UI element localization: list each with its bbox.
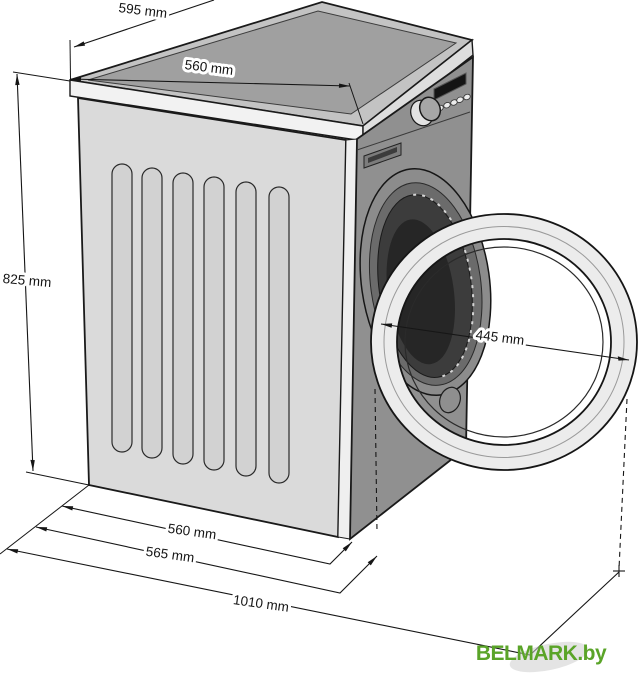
dimension-line — [380, 323, 630, 361]
watermark-text: BELMARK.by — [476, 642, 607, 665]
arrowhead — [15, 74, 20, 86]
dimension-line — [6, 548, 620, 656]
program-knob — [410, 96, 442, 127]
arrowhead — [7, 549, 19, 554]
extension-line — [12, 71, 71, 82]
projection-dashed-line — [618, 398, 628, 570]
door-rim-band — [370, 213, 638, 471]
arrowhead — [74, 41, 86, 47]
control-button — [443, 102, 451, 109]
cross-tick — [613, 565, 625, 577]
arrowhead — [367, 556, 377, 566]
dimension-825: 825 mm — [0, 73, 55, 472]
door-open-ring — [370, 213, 638, 471]
dimension-label: 1010 mm — [232, 592, 290, 615]
ventilation-groove — [172, 172, 194, 465]
display — [433, 72, 467, 101]
drawer-slot — [368, 147, 397, 163]
dimension-1010: 1010 mm — [6, 548, 625, 656]
dimension-line — [16, 73, 34, 472]
extension-line — [69, 39, 71, 80]
dimension-line — [73, 0, 215, 48]
ventilation-groove — [268, 186, 290, 484]
ventilation-groove — [235, 181, 257, 477]
top-lid — [69, 1, 474, 143]
arrowhead — [36, 527, 48, 532]
dimension-595: 595 mm — [73, 0, 215, 48]
arrowhead — [30, 459, 35, 471]
arrowhead — [342, 542, 352, 552]
ventilation-grooves — [111, 163, 290, 484]
arrowhead — [338, 83, 350, 88]
control-strip-edge — [356, 111, 471, 151]
dimension-label: 825 mm — [2, 271, 52, 290]
knob-face — [418, 96, 442, 122]
dimension-label: 565 mm — [145, 544, 195, 566]
watermark-shadow — [509, 641, 589, 673]
extension-line — [25, 471, 90, 486]
extension-line — [348, 82, 364, 125]
control-button — [456, 96, 464, 103]
lid-top-inner-panel — [87, 10, 458, 115]
extension-line — [0, 484, 90, 555]
dimension-line — [35, 526, 378, 594]
arrowhead — [617, 356, 629, 361]
ventilation-groove — [111, 163, 133, 453]
door-glass-edge — [404, 246, 604, 438]
side-panel — [77, 96, 358, 540]
arrowhead — [62, 506, 74, 511]
washing-machine-illustration — [69, 1, 638, 541]
dimension-line — [69, 78, 351, 87]
dimension-label: 595 mm — [118, 0, 168, 21]
ventilation-groove — [141, 167, 163, 459]
control-button — [463, 93, 471, 101]
door-rim-groove — [383, 226, 625, 458]
projection-dashed-line — [374, 388, 378, 533]
arrowhead — [381, 323, 393, 328]
drain-filter-cap — [439, 386, 461, 414]
extension-lines — [0, 39, 628, 570]
dimension-label: 560 mm — [167, 521, 217, 543]
arrowhead — [70, 77, 82, 82]
watermark: BELMARK.by — [476, 641, 607, 673]
detergent-drawer — [363, 142, 402, 169]
ventilation-groove — [203, 176, 225, 471]
drum-hole-pattern — [413, 193, 475, 379]
